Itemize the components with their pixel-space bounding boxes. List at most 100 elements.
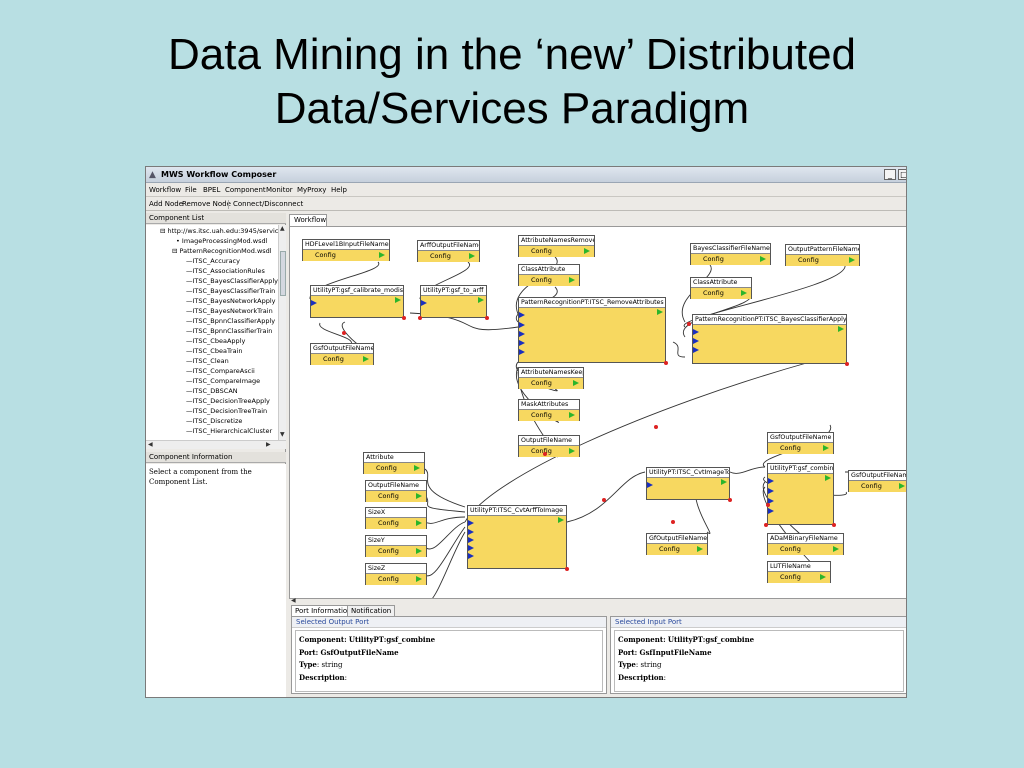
param-class-attribute-2[interactable]: ClassAttribute Config: [690, 277, 752, 299]
scroll-down-icon[interactable]: ▼: [280, 431, 285, 438]
input-port-icon[interactable]: [768, 498, 774, 504]
output-port-icon[interactable]: [657, 309, 663, 315]
tree-item[interactable]: • ImageProcessingMod.wsdl: [176, 237, 268, 245]
config-button[interactable]: Config: [691, 254, 770, 265]
param-adam-binary-file[interactable]: ADaMBinaryFileName Config: [767, 533, 844, 555]
tree-item[interactable]: ⊟ PatternRecognitionMod.wsdl: [172, 247, 272, 255]
config-button[interactable]: Config: [366, 491, 426, 502]
param-attribute-names-keep[interactable]: AttributeNamesKeep Config: [518, 367, 584, 389]
param-attribute[interactable]: Attribute Config: [363, 452, 425, 474]
menu-help[interactable]: Help: [331, 186, 347, 194]
connect-disconnect-button[interactable]: Connect/Disconnect: [233, 200, 304, 208]
tree-item[interactable]: —ITSC_CbeaApply: [186, 337, 246, 345]
menu-bpel[interactable]: BPEL: [203, 186, 221, 194]
output-port-icon[interactable]: [838, 326, 844, 332]
input-port-icon[interactable]: [311, 300, 317, 306]
tree-item[interactable]: —ITSC_CompareAscii: [186, 367, 255, 375]
output-port-icon[interactable]: [416, 520, 422, 526]
tree-item[interactable]: —ITSC_CompareImage: [186, 377, 261, 385]
tree-item[interactable]: —ITSC_BayesNetworkApply: [186, 297, 276, 305]
tree-horizontal-scrollbar[interactable]: ◀ ▶: [146, 440, 286, 449]
output-port-icon[interactable]: [569, 448, 575, 454]
component-gsf-calibrate-modis[interactable]: UtilityPT:gsf_calibrate_modis: [310, 285, 404, 318]
input-port-icon[interactable]: [768, 488, 774, 494]
output-port-icon[interactable]: [569, 277, 575, 283]
menu-component[interactable]: Component: [225, 186, 266, 194]
remove-node-button[interactable]: Remove Node: [182, 200, 231, 208]
component-bayes-classifier-apply[interactable]: PatternRecognitionPT:ITSC_BayesClassifie…: [692, 314, 847, 364]
scroll-thumb[interactable]: [280, 251, 286, 296]
config-button[interactable]: Config: [519, 410, 579, 421]
output-port-icon[interactable]: [395, 297, 401, 303]
tab-workflow[interactable]: Workflow: [289, 214, 327, 226]
tree-item[interactable]: —ITSC_BayesClassifierTrain: [186, 287, 276, 295]
param-class-attribute[interactable]: ClassAttribute Config: [518, 264, 580, 286]
tab-notification[interactable]: Notification: [347, 605, 396, 616]
config-button[interactable]: Config: [768, 443, 833, 454]
scroll-right-icon[interactable]: ▶: [266, 441, 271, 448]
config-button[interactable]: Config: [691, 288, 751, 299]
config-button[interactable]: Config: [364, 463, 424, 474]
tree-item[interactable]: —ITSC_DBSCAN: [186, 387, 238, 395]
output-port-icon[interactable]: [899, 483, 905, 489]
param-size-z[interactable]: SizeZ Config: [365, 563, 427, 585]
config-button[interactable]: Config: [366, 518, 426, 529]
scroll-left-icon[interactable]: ◀: [291, 597, 296, 604]
restore-button[interactable]: □: [898, 169, 906, 180]
tree-item[interactable]: —ITSC_DecisionTreeApply: [186, 397, 270, 405]
input-port-icon[interactable]: [468, 529, 474, 535]
tree-item[interactable]: —ITSC_BpnnClassifierApply: [186, 317, 276, 325]
param-attribute-names-remove[interactable]: AttributeNamesRemove Config: [518, 235, 595, 257]
component-remove-attributes[interactable]: PatternRecognitionPT:ITSC_RemoveAttribut…: [518, 297, 666, 363]
param-bayes-classifier-file[interactable]: BayesClassifierFileName Config: [690, 243, 771, 265]
output-port-icon[interactable]: [741, 290, 747, 296]
output-port-icon[interactable]: [416, 548, 422, 554]
config-button[interactable]: Config: [519, 446, 579, 457]
input-port-icon[interactable]: [693, 329, 699, 335]
component-cvt-image-to-gif[interactable]: UtilityPT:ITSC_CvtImageToGif: [646, 467, 730, 500]
param-gf-output[interactable]: GfOutputFileName Config: [646, 533, 708, 555]
menu-myproxy[interactable]: MyProxy: [297, 186, 327, 194]
input-port-icon[interactable]: [519, 340, 525, 346]
input-port-icon[interactable]: [468, 537, 474, 543]
window-titlebar[interactable]: ▲ MWS Workflow Composer _ □: [146, 167, 906, 183]
config-button[interactable]: Config: [647, 544, 707, 555]
input-port-icon[interactable]: [768, 478, 774, 484]
output-port-icon[interactable]: [697, 546, 703, 552]
tree-item[interactable]: —ITSC_Accuracy: [186, 257, 240, 265]
input-port-icon[interactable]: [468, 553, 474, 559]
tree-item[interactable]: —ITSC_BayesNetworkTrain: [186, 307, 273, 315]
component-gsf-to-arff[interactable]: UtilityPT:gsf_to_arff: [420, 285, 487, 318]
tree-item[interactable]: —ITSC_BayesClassifierApply: [186, 277, 278, 285]
config-button[interactable]: Config: [786, 255, 859, 266]
output-port-icon[interactable]: [416, 576, 422, 582]
config-button[interactable]: Config: [519, 246, 594, 257]
tree-item[interactable]: —ITSC_HierarchicalCluster: [186, 427, 273, 435]
input-port-icon[interactable]: [519, 349, 525, 355]
input-port-icon[interactable]: [468, 520, 474, 526]
output-port-icon[interactable]: [569, 412, 575, 418]
output-port-icon[interactable]: [469, 253, 475, 259]
tree-vertical-scrollbar[interactable]: ▲ ▼: [278, 225, 286, 440]
tree-item[interactable]: —ITSC_DecisionTreeTrain: [186, 407, 268, 415]
output-port-icon[interactable]: [825, 475, 831, 481]
param-gsf-output-1[interactable]: GsfOutputFileName Config: [310, 343, 374, 365]
param-output-file-1[interactable]: OutputFileName Config: [518, 435, 580, 457]
tree-item[interactable]: —ITSC_BpnnClassifierTrain: [186, 327, 273, 335]
output-port-icon[interactable]: [573, 380, 579, 386]
output-port-icon[interactable]: [379, 252, 385, 258]
output-port-icon[interactable]: [760, 256, 766, 262]
param-hdf-level1b-input[interactable]: HDFLevel1BInputFileName Config: [302, 239, 390, 261]
output-port-icon[interactable]: [833, 546, 839, 552]
output-port-icon[interactable]: [478, 297, 484, 303]
config-button[interactable]: Config: [768, 572, 830, 583]
param-size-x[interactable]: SizeX Config: [365, 507, 427, 529]
param-lut-file[interactable]: LUTFileName Config: [767, 561, 831, 583]
input-port-icon[interactable]: [421, 300, 427, 306]
add-node-button[interactable]: Add Node: [149, 200, 184, 208]
param-size-y[interactable]: SizeY Config: [365, 535, 427, 557]
tree-item[interactable]: —ITSC_AssociationRules: [186, 267, 265, 275]
input-port-icon[interactable]: [693, 347, 699, 353]
input-port-icon[interactable]: [647, 482, 653, 488]
param-gsf-output-3[interactable]: GsfOutputFileName Config: [848, 470, 906, 492]
